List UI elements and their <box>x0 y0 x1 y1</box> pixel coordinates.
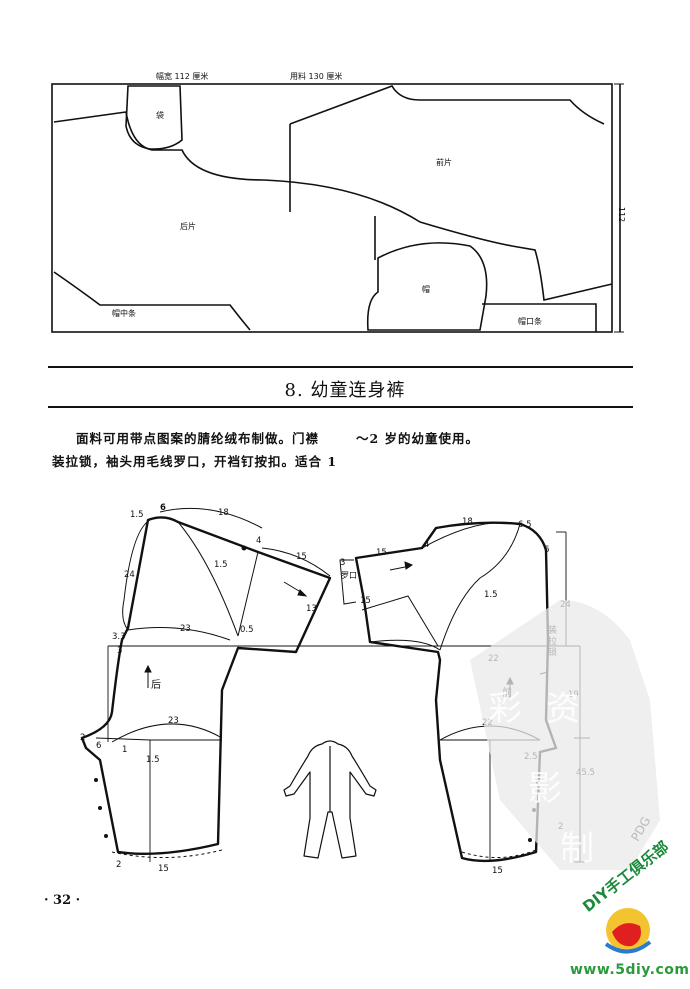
back-dim-1-5-mid: 1.5 <box>214 560 228 570</box>
front-cuff-label: 罗口 <box>341 571 357 580</box>
back-dim-2-hem: 2 <box>116 860 122 870</box>
back-dim-24: 24 <box>124 570 135 580</box>
front-dim-2-hem: 2 <box>558 822 564 832</box>
front-dim-15-cuff: 15 <box>360 596 371 606</box>
back-dim-0-5: 0.5 <box>240 625 254 635</box>
back-piece-label: 后 <box>151 680 161 691</box>
description-line-2: 装拉锁，袖头用毛线罗口，开裆钉按扣。适合 1 <box>52 454 338 469</box>
usage-label: 用料 130 厘米 <box>290 72 343 81</box>
pattern-draft-diagram <box>80 507 590 863</box>
back-dim-2-crotch: 2 <box>80 733 86 743</box>
front-dim-18: 18 <box>462 517 473 527</box>
back-dim-6: 6 <box>160 503 166 513</box>
front-dim-6-5: 6.5 <box>518 520 532 530</box>
front-dim-4: 4 <box>424 540 430 550</box>
front-dim-22-hip: 22 <box>482 718 493 728</box>
diy-club-logo-icon <box>604 908 652 954</box>
back-dim-18: 18 <box>218 508 229 518</box>
front-dim-15-hem: 15 <box>492 866 503 876</box>
back-dim-15-hem: 15 <box>158 864 169 874</box>
fabric-layout-diagram <box>51 83 624 333</box>
hood-label: 帽 <box>422 285 430 294</box>
watermark-url: www.5diy.com <box>570 962 690 978</box>
front-piece-label: 前 <box>502 688 512 699</box>
front-dim-1-5: 1.5 <box>484 590 498 600</box>
back-dim-6-crotch: 6 <box>96 741 102 751</box>
front-dim-45-5: 45.5 <box>576 768 595 778</box>
hood-edge-strip-label: 帽口条 <box>518 317 542 326</box>
front-dim-3: 3 <box>340 558 346 568</box>
back-dim-15-sleeve: 15 <box>296 552 307 562</box>
front-piece-label: 前片 <box>436 158 452 167</box>
section-title: 8. 幼童连身裤 <box>284 380 406 401</box>
back-dim-23-hip: 23 <box>168 716 179 726</box>
front-dim-15-sleeve: 15 <box>376 548 387 558</box>
back-dim-1-5-hip: 1.5 <box>146 755 160 765</box>
hood-center-strip-label: 帽中条 <box>112 309 136 318</box>
description-line-1-left: 面料可用带点图案的腈纶绒布制做。门襟 <box>76 431 320 446</box>
back-dim-1: 1 <box>122 745 128 755</box>
front-dim-19: 19 <box>568 690 579 700</box>
back-dim-4: 4 <box>256 536 262 546</box>
back-dim-3: 3 <box>117 646 123 656</box>
back-dim-13: 13 <box>306 604 317 614</box>
page-number: · 32 · <box>44 893 81 908</box>
front-dim-24: 24 <box>560 600 571 610</box>
description-line-1-right: ～2 岁的幼童使用。 <box>356 431 480 446</box>
front-dim-2-5: 2.5 <box>524 752 538 762</box>
back-dim-3-3: 3.3 <box>112 632 126 642</box>
heading-rule-bottom <box>48 406 633 408</box>
front-dim-6: 6 <box>544 545 550 555</box>
heading-rule-top <box>48 366 633 368</box>
front-zipper-label: 装拉锁 <box>548 626 558 658</box>
width-label: 幅宽 112 厘米 <box>156 72 209 81</box>
back-dim-23-chest: 23 <box>180 624 191 634</box>
pocket-label: 袋 <box>156 111 164 120</box>
back-piece-label: 后片 <box>180 222 196 231</box>
back-dim-1-5-top: 1.5 <box>130 510 144 520</box>
front-dim-22-chest: 22 <box>488 654 499 664</box>
